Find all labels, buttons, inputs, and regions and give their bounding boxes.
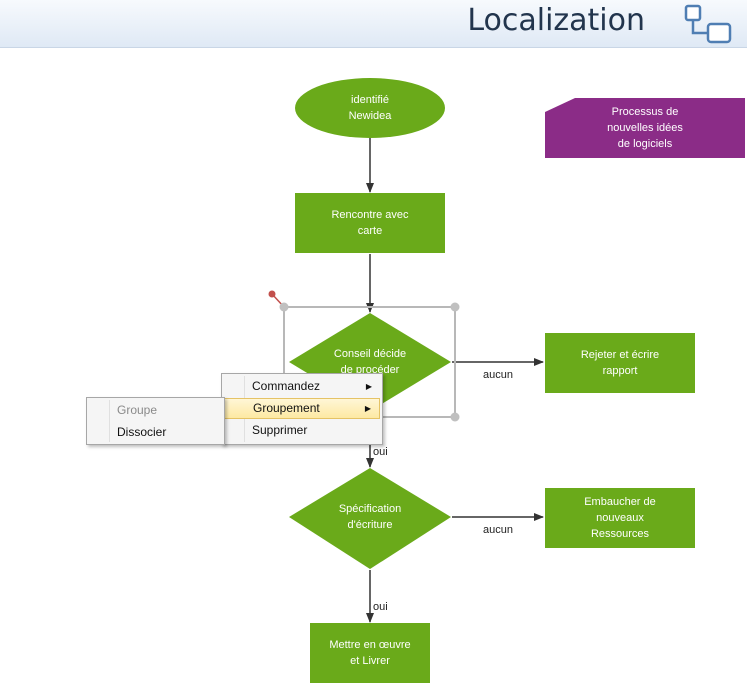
hire-label: Embaucher de nouveaux Ressources [584,496,656,540]
menu-item-label: Dissocier [117,425,167,439]
deliver-label: Mettre en œuvre et Livrer [329,639,411,667]
note-shape[interactable] [545,98,745,158]
edge-label-oui-1: oui [373,446,388,458]
menu-item-groupement[interactable]: Groupement ▶ [224,398,380,419]
hire-box[interactable] [545,488,695,548]
decision2-label: Spécification d'écriture [338,503,402,531]
deliver-box[interactable] [310,623,430,683]
resize-handle-bottom-right[interactable] [450,412,460,422]
menu-item-label: Commandez [252,379,321,393]
edge-label-aucun-2: aucun [483,524,513,536]
resize-handle-top-left[interactable] [279,302,289,312]
note-label: Processus de nouvelles idées de logiciel… [607,106,683,150]
page-title: Localization [467,3,645,38]
reject-box[interactable] [545,333,695,393]
meeting-box[interactable] [295,193,445,253]
submenu: Groupe Dissocier [86,397,225,445]
menu-item-supprimer[interactable]: Supprimer [224,420,380,441]
decision2-diamond[interactable] [289,468,451,569]
header-bar: Localization [0,0,747,48]
submenu-arrow-icon: ▶ [364,404,371,413]
reject-label: Rejeter et écrire rapport [580,349,660,377]
rotate-handle[interactable] [268,290,276,298]
submenu-arrow-icon: ▶ [365,382,372,391]
menu-item-label: Supprimer [252,423,308,437]
meeting-label: Rencontre avec carte [331,209,409,237]
start-label: identifié Newidea [348,94,392,122]
menu-item-commandez[interactable]: Commandez ▶ [224,376,380,397]
submenu-item-groupe[interactable]: Groupe [89,400,222,421]
context-menu: Commandez ▶ Groupement ▶ Supprimer [221,373,383,445]
edge-label-aucun-1: aucun [483,369,513,381]
connector-diagram-icon [684,4,732,44]
start-ellipse[interactable] [295,78,445,138]
menu-item-label: Groupe [117,403,158,417]
resize-handle-top-right[interactable] [450,302,460,312]
edge-label-oui-2: oui [373,601,388,613]
menu-item-label: Groupement [253,401,320,415]
submenu-item-dissocier[interactable]: Dissocier [89,422,222,443]
menu-gutter [109,400,110,442]
